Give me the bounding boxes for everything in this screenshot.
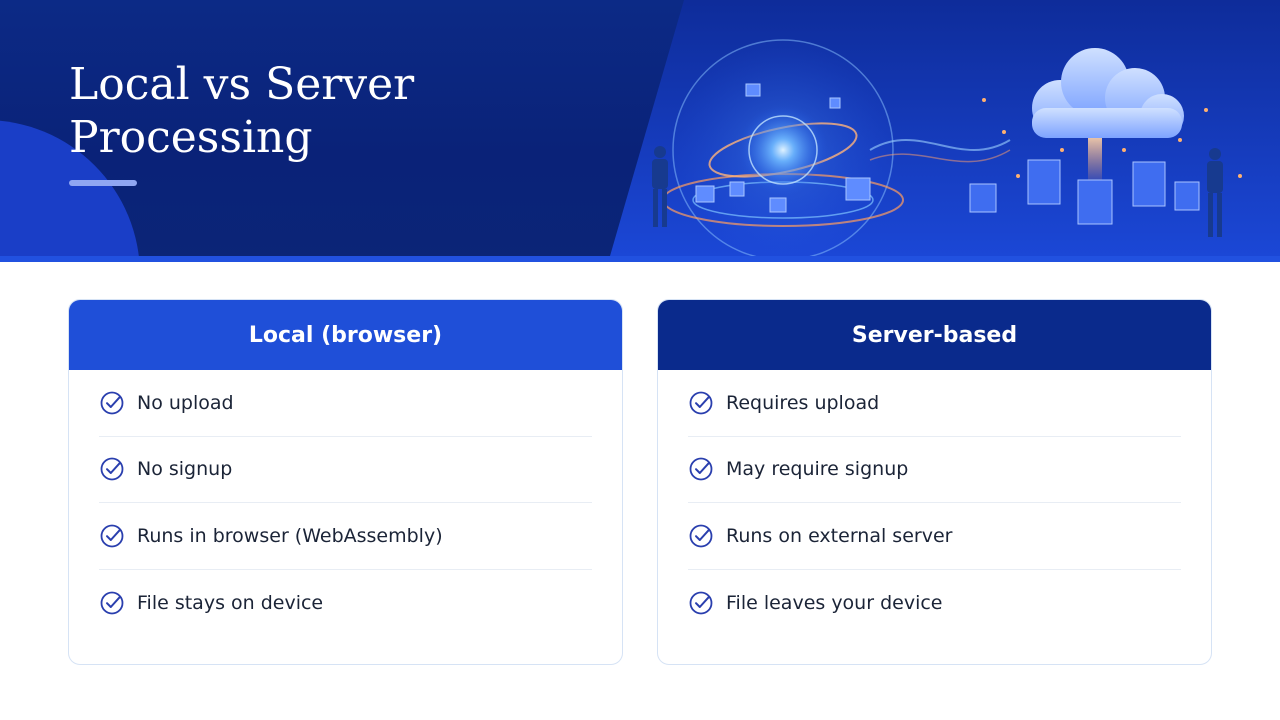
check-circle-icon <box>689 457 713 481</box>
card-header-local: Local (browser) <box>69 300 622 370</box>
page-title: Local vs Server Processing <box>69 59 415 163</box>
local-feature-list: No upload No signup Runs in browser (Web… <box>69 370 622 636</box>
local-processing-scene <box>652 39 904 261</box>
server-based-card: Server-based Requires upload May require… <box>657 299 1212 665</box>
hero-divider <box>0 256 1280 262</box>
list-item: Runs in browser (WebAssembly) <box>99 503 592 570</box>
check-circle-icon <box>100 524 124 548</box>
list-item-label: No signup <box>137 458 233 481</box>
list-item: No signup <box>99 437 592 503</box>
local-browser-card: Local (browser) No upload No signup Runs… <box>68 299 623 665</box>
check-circle-icon <box>100 391 124 415</box>
hero-banner: Local vs Server Processing <box>0 0 1280 262</box>
check-circle-icon <box>689 591 713 615</box>
person-left <box>652 146 668 227</box>
list-item-label: May require signup <box>726 458 909 481</box>
list-item: Requires upload <box>688 370 1181 437</box>
check-circle-icon <box>689 391 713 415</box>
list-item-label: File stays on device <box>137 591 324 614</box>
list-item-label: Requires upload <box>726 391 880 414</box>
check-circle-icon <box>689 524 713 548</box>
title-underline <box>69 180 137 186</box>
local-vs-cloud-illustration <box>610 0 1280 261</box>
list-item-label: No upload <box>137 391 234 414</box>
list-item: No upload <box>99 370 592 437</box>
server-feature-list: Requires upload May require signup Runs … <box>658 370 1211 636</box>
list-item: File stays on device <box>99 570 592 637</box>
list-item: File leaves your device <box>688 570 1181 637</box>
person-right <box>1207 148 1223 237</box>
list-item: Runs on external server <box>688 503 1181 570</box>
list-item-label: Runs in browser (WebAssembly) <box>137 524 443 547</box>
check-circle-icon <box>100 457 124 481</box>
server-processing-scene <box>969 48 1242 237</box>
list-item-label: File leaves your device <box>726 591 943 614</box>
list-item-label: Runs on external server <box>726 524 953 547</box>
list-item: May require signup <box>688 437 1181 503</box>
card-header-server: Server-based <box>658 300 1211 370</box>
check-circle-icon <box>100 591 124 615</box>
